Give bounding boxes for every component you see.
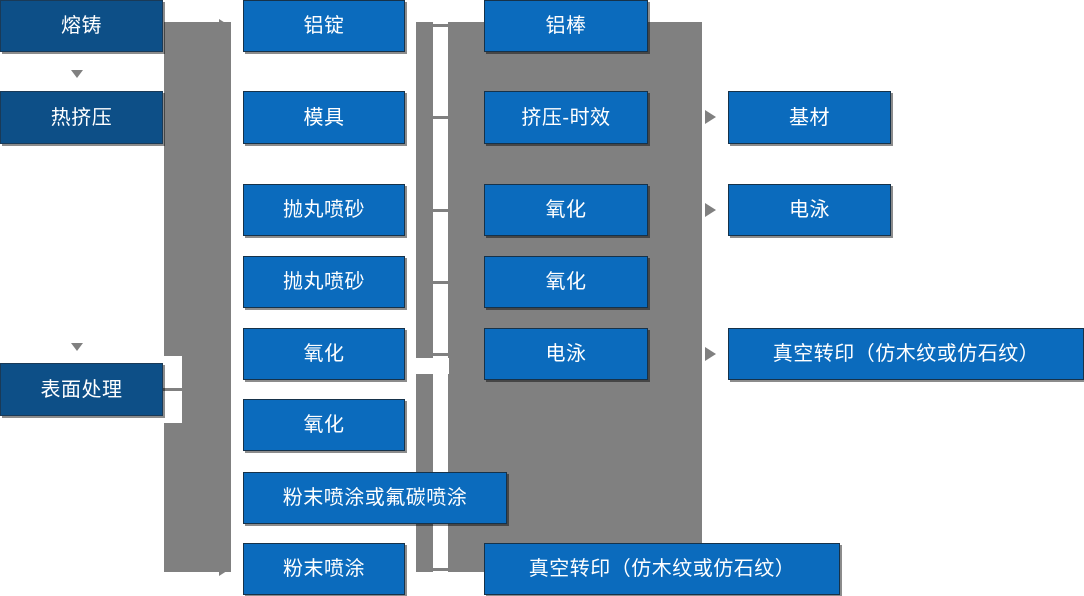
node-oxidation-4[interactable]: 氧化 bbox=[484, 256, 648, 308]
node-oxidation-1-label: 氧化 bbox=[303, 343, 345, 365]
node-electrophoresis-2-label: 电泳 bbox=[789, 199, 830, 221]
node-base-material[interactable]: 基材 bbox=[728, 91, 891, 144]
node-vacuum-transfer-bottom[interactable]: 真空转印（仿木纹或仿石纹） bbox=[484, 543, 840, 595]
connector-mid-bus-notch bbox=[433, 358, 449, 374]
node-powder-coating-label: 粉末喷涂 bbox=[283, 558, 365, 580]
connector-mid-rail bbox=[416, 22, 433, 572]
stage-hot-extrusion-label: 热挤压 bbox=[50, 106, 113, 129]
stage-surface-treatment-label: 表面处理 bbox=[40, 378, 123, 401]
node-oxidation-3[interactable]: 氧化 bbox=[484, 184, 648, 236]
rail-tick-3 bbox=[432, 209, 449, 212]
node-mold[interactable]: 模具 bbox=[243, 91, 405, 144]
node-shot-blasting-1-label: 抛丸喷砂 bbox=[283, 199, 365, 221]
node-powder-or-fluorocarbon[interactable]: 粉末喷涂或氟碳喷涂 bbox=[243, 472, 507, 524]
node-aluminum-ingot-label: 铝锭 bbox=[303, 15, 345, 37]
node-shot-blasting-2[interactable]: 抛丸喷砂 bbox=[243, 256, 405, 308]
node-electrophoresis-2[interactable]: 电泳 bbox=[728, 184, 891, 236]
connector-left-bus bbox=[164, 22, 231, 572]
node-electrophoresis-1[interactable]: 电泳 bbox=[484, 328, 648, 380]
arrow-to-electrophoresis-2 bbox=[705, 203, 716, 217]
rail-tick-5 bbox=[432, 353, 449, 356]
node-oxidation-4-label: 氧化 bbox=[545, 271, 587, 293]
node-base-material-label: 基材 bbox=[789, 106, 830, 129]
stage-melt-cast-label: 熔铸 bbox=[61, 15, 102, 37]
node-extrusion-aging[interactable]: 挤压-时效 bbox=[484, 91, 648, 144]
node-powder-or-fluorocarbon-label: 粉末喷涂或氟碳喷涂 bbox=[282, 487, 468, 509]
stage-surface-treatment[interactable]: 表面处理 bbox=[0, 363, 163, 416]
node-shot-blasting-1[interactable]: 抛丸喷砂 bbox=[243, 184, 405, 236]
rail-tick-6 bbox=[432, 568, 449, 571]
arrow-to-oxidation-2 bbox=[219, 418, 230, 432]
node-aluminum-bar-label: 铝棒 bbox=[545, 15, 587, 37]
arrow-to-shot-blasting-2 bbox=[219, 275, 230, 289]
arrow-down-melt-cast bbox=[71, 70, 83, 78]
connector-surface-treatment-link bbox=[163, 388, 185, 391]
arrow-to-shot-blasting-1 bbox=[219, 203, 230, 217]
node-vacuum-transfer-bottom-label: 真空转印（仿木纹或仿石纹） bbox=[528, 558, 796, 580]
node-extrusion-aging-label: 挤压-时效 bbox=[521, 106, 611, 129]
node-powder-coating[interactable]: 粉末喷涂 bbox=[243, 543, 405, 595]
arrow-to-aluminum-ingot bbox=[219, 19, 230, 33]
stage-hot-extrusion[interactable]: 热挤压 bbox=[0, 91, 163, 144]
node-shot-blasting-2-label: 抛丸喷砂 bbox=[283, 271, 365, 293]
arrow-down-hot-extrusion bbox=[71, 343, 83, 351]
node-oxidation-3-label: 氧化 bbox=[545, 199, 587, 221]
arrow-to-base-material bbox=[705, 110, 716, 124]
arrow-to-vacuum-transfer-top bbox=[705, 347, 716, 361]
node-oxidation-2-label: 氧化 bbox=[303, 414, 345, 436]
node-oxidation-1[interactable]: 氧化 bbox=[243, 328, 405, 380]
rail-tick-4 bbox=[432, 281, 449, 284]
arrow-to-oxidation-1 bbox=[219, 347, 230, 361]
stage-melt-cast[interactable]: 熔铸 bbox=[0, 0, 163, 52]
connector-mid-rail-notch bbox=[416, 358, 433, 374]
rail-tick-1 bbox=[432, 24, 449, 27]
node-aluminum-ingot[interactable]: 铝锭 bbox=[243, 0, 405, 52]
node-aluminum-bar[interactable]: 铝棒 bbox=[484, 0, 648, 52]
node-electrophoresis-1-label: 电泳 bbox=[545, 343, 587, 365]
node-oxidation-2[interactable]: 氧化 bbox=[243, 399, 405, 451]
arrow-to-powder-coating bbox=[219, 562, 230, 576]
rail-tick-2 bbox=[432, 116, 449, 119]
node-vacuum-transfer-top[interactable]: 真空转印（仿木纹或仿石纹） bbox=[728, 328, 1084, 380]
arrow-to-powder-or-fluorocarbon bbox=[219, 491, 230, 505]
node-vacuum-transfer-top-label: 真空转印（仿木纹或仿石纹） bbox=[772, 343, 1040, 365]
node-mold-label: 模具 bbox=[303, 106, 345, 129]
arrow-to-mold bbox=[219, 110, 230, 124]
